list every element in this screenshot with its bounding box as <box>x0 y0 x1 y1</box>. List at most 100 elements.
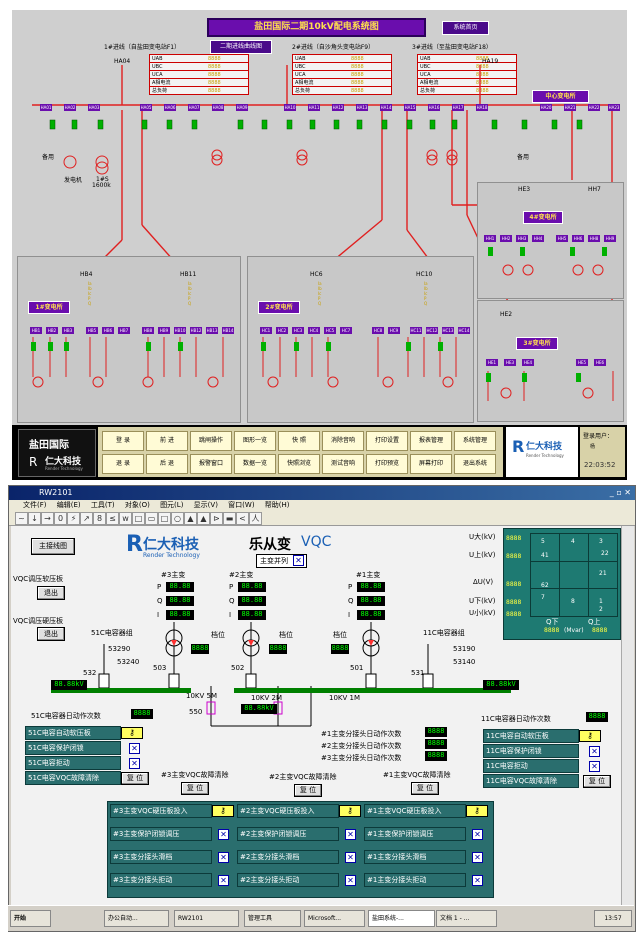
cap11-protect-toggle[interactable]: ✕ <box>589 746 600 757</box>
bay[interactable]: HA06 <box>164 104 176 111</box>
ellipse-tool-icon[interactable]: ○ <box>171 512 184 525</box>
bay[interactable]: HH2 <box>500 235 512 242</box>
play-tool-icon[interactable]: ⊳ <box>210 512 223 525</box>
compare-tool-icon[interactable]: ≤ <box>106 512 119 525</box>
frame-tool-icon[interactable]: □ <box>158 512 171 525</box>
t3-key-icon[interactable]: ⚷ <box>212 805 234 817</box>
bay[interactable]: HB10 <box>174 327 186 334</box>
bay[interactable]: HC1 <box>260 327 272 334</box>
bay[interactable]: HC4 <box>308 327 320 334</box>
task-yantian[interactable]: 盐田系统-... <box>368 910 435 927</box>
bay[interactable]: HE6 <box>594 359 606 366</box>
task-document[interactable]: 文档 1 - ... <box>436 910 497 927</box>
triangle-alt-tool-icon[interactable]: ▲ <box>197 512 210 525</box>
bay[interactable]: HA15 <box>404 104 416 111</box>
bay[interactable]: HB1 <box>30 327 42 334</box>
parallel-toggle[interactable]: ✕ <box>293 555 304 566</box>
bay[interactable]: HB9 <box>158 327 170 334</box>
digit-tool-icon[interactable]: 8 <box>93 512 106 525</box>
cap11-refuse-toggle[interactable]: ✕ <box>589 761 600 772</box>
vertical-scrollbar[interactable] <box>621 526 634 906</box>
bay[interactable]: HC3 <box>292 327 304 334</box>
bay[interactable]: HH5 <box>556 235 568 242</box>
bay[interactable]: HB12 <box>190 327 202 334</box>
bay[interactable]: HC9 <box>388 327 400 334</box>
t2-slip-toggle[interactable]: ✕ <box>345 852 356 863</box>
t2-key-icon[interactable]: ⚷ <box>339 805 361 817</box>
cap51-protect-toggle[interactable]: ✕ <box>129 743 140 754</box>
bay[interactable]: HC14 <box>458 327 470 334</box>
substation-1-label[interactable]: 1#变电所 <box>28 301 70 314</box>
bay[interactable]: HE5 <box>576 359 588 366</box>
bay[interactable]: HB2 <box>46 327 58 334</box>
bay[interactable]: HB6 <box>102 327 114 334</box>
bay[interactable]: HA21 <box>564 104 576 111</box>
bay[interactable]: HA03 <box>88 104 100 111</box>
bay[interactable]: HA10 <box>284 104 296 111</box>
bay[interactable]: HE1 <box>486 359 498 366</box>
t2-refuse-toggle[interactable]: ✕ <box>345 875 356 886</box>
cap51-reset-button[interactable]: 复 位 <box>121 772 149 785</box>
bay[interactable]: HC13 <box>442 327 454 334</box>
box-tool-icon[interactable]: □ <box>132 512 145 525</box>
t1-reset-button[interactable]: 复 位 <box>411 782 439 795</box>
bay[interactable]: HC2 <box>276 327 288 334</box>
arrow-down-tool-icon[interactable]: ↓ <box>28 512 41 525</box>
menu-tools[interactable]: 工具(T) <box>90 501 115 509</box>
t3-slip-toggle[interactable]: ✕ <box>218 852 229 863</box>
cap11-reset-button[interactable]: 复 位 <box>583 775 611 788</box>
bay[interactable]: HA05 <box>140 104 152 111</box>
bay[interactable]: HA22 <box>588 104 600 111</box>
t1-key-icon[interactable]: ⚷ <box>466 805 488 817</box>
triangle-tool-icon[interactable]: ▲ <box>184 512 197 525</box>
bay[interactable]: HA12 <box>332 104 344 111</box>
login-button[interactable]: 登 录 <box>102 431 144 451</box>
hard-plate-exit-button[interactable]: 退出 <box>37 627 65 641</box>
bay[interactable]: HA09 <box>236 104 248 111</box>
person-tool-icon[interactable]: 人 <box>249 512 262 525</box>
bay[interactable]: HB8 <box>142 327 154 334</box>
bay[interactable]: HC7 <box>340 327 352 334</box>
bay[interactable]: HA20 <box>540 104 552 111</box>
bay[interactable]: HB3 <box>62 327 74 334</box>
window-controls[interactable]: _ ▫ ✕ <box>609 488 631 497</box>
screen-print-button[interactable]: 屏幕打印 <box>410 454 452 474</box>
task-office[interactable]: 办公自动... <box>104 910 169 927</box>
menu-view[interactable]: 显示(V) <box>193 501 218 509</box>
bay[interactable]: HA01 <box>40 104 52 111</box>
bay[interactable]: HA14 <box>380 104 392 111</box>
diagonal-tool-icon[interactable]: ↗ <box>80 512 93 525</box>
t1-slip-toggle[interactable]: ✕ <box>472 852 483 863</box>
substation-3-label[interactable]: 3#变电所 <box>516 337 558 350</box>
bay[interactable]: HA23 <box>608 104 620 111</box>
back-button[interactable]: 后 退 <box>146 454 188 474</box>
snapshot-browse-button[interactable]: 快照浏览 <box>278 454 320 474</box>
task-rw2101[interactable]: RW2101 <box>174 910 239 927</box>
curve-button[interactable]: 二期进线曲线图 <box>210 40 272 54</box>
print-preview-button[interactable]: 打印预览 <box>366 454 408 474</box>
logout-button[interactable]: 退 录 <box>102 454 144 474</box>
bay[interactable]: HA02 <box>64 104 76 111</box>
bay[interactable]: HC5 <box>324 327 336 334</box>
center-substation-label[interactable]: 中心变电所 <box>532 90 589 103</box>
t3-protect-toggle[interactable]: ✕ <box>218 829 229 840</box>
bay[interactable]: HA16 <box>428 104 440 111</box>
rect-tool-icon[interactable]: ▭ <box>145 512 158 525</box>
bay[interactable]: HA17 <box>452 104 464 111</box>
bay[interactable]: HA07 <box>188 104 200 111</box>
task-word[interactable]: Microsoft... <box>304 910 365 927</box>
bay[interactable]: HH9 <box>604 235 616 242</box>
bay[interactable]: HC11 <box>410 327 422 334</box>
start-button[interactable]: 开始 <box>10 910 51 927</box>
bay[interactable]: HH1 <box>484 235 496 242</box>
forward-button[interactable]: 前 进 <box>146 431 188 451</box>
cap11-key-icon[interactable]: ⚷ <box>579 730 601 742</box>
bay[interactable]: HH3 <box>516 235 528 242</box>
menu-help[interactable]: 帮助(H) <box>264 501 290 509</box>
snapshot-button[interactable]: 快 照 <box>278 431 320 451</box>
menu-file[interactable]: 文件(F) <box>23 501 47 509</box>
bay[interactable]: HB13 <box>206 327 218 334</box>
bay[interactable]: HB7 <box>118 327 130 334</box>
t1-refuse-toggle[interactable]: ✕ <box>472 875 483 886</box>
exit-button[interactable]: 退出系统 <box>454 454 496 474</box>
